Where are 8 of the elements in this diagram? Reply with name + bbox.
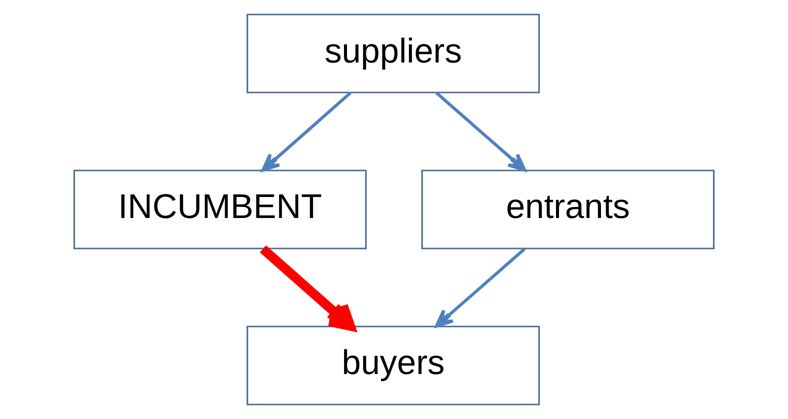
arrow — [434, 248, 526, 328]
arrow — [261, 92, 352, 172]
arrow — [435, 92, 526, 172]
node-box: INCUMBENT — [73, 170, 367, 250]
node-box: buyers — [246, 326, 540, 406]
node-box: suppliers — [246, 14, 540, 94]
arrow — [260, 245, 355, 331]
node-box: entrants — [421, 170, 715, 250]
